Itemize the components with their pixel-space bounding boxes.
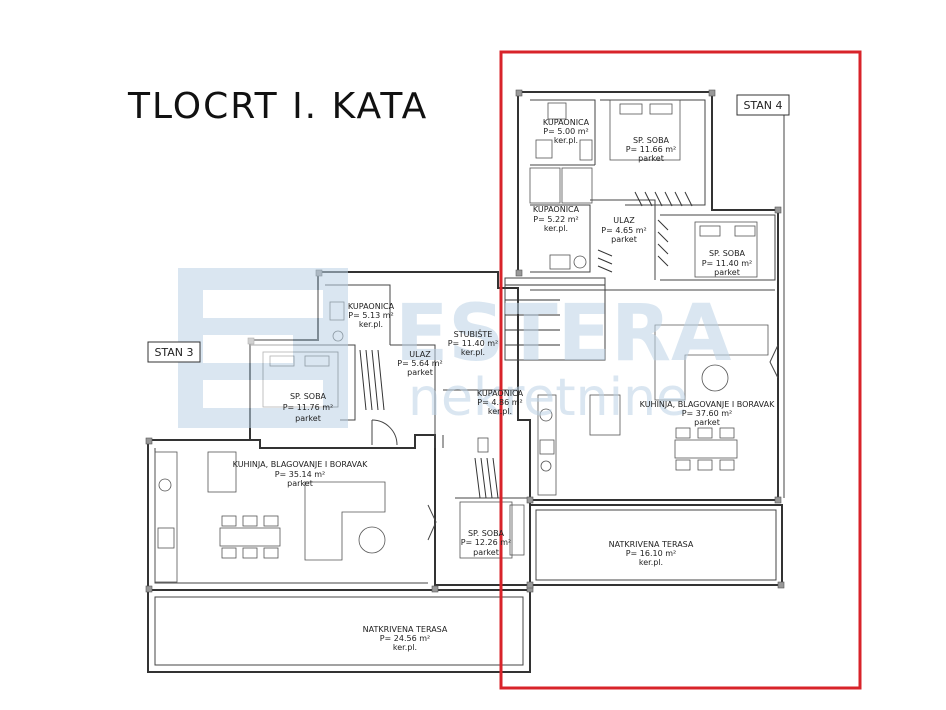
- svg-text:P= 11.40 m²: P= 11.40 m²: [702, 259, 753, 268]
- room-s4-spavaca-top: SP. SOBA P= 11.66 m² parket: [626, 136, 677, 163]
- stan-4-highlight: [499, 50, 862, 690]
- svg-text:P= 11.76 m²: P= 11.76 m²: [283, 403, 334, 412]
- svg-text:ker.pl.: ker.pl.: [554, 136, 578, 145]
- svg-text:ker.pl.: ker.pl.: [461, 348, 485, 357]
- svg-text:parket: parket: [714, 268, 740, 277]
- svg-text:KUPAONICA: KUPAONICA: [533, 205, 580, 214]
- svg-text:P= 5.22 m²: P= 5.22 m²: [533, 215, 578, 224]
- room-s4-kupaonica-top: KUPAONICA P= 5.00 m² ker.pl.: [543, 118, 590, 145]
- room-s4-kupaonica-mid: KUPAONICA P= 5.22 m² ker.pl.: [533, 205, 580, 233]
- svg-text:P= 4.65 m²: P= 4.65 m²: [601, 226, 646, 235]
- svg-text:ker.pl.: ker.pl.: [359, 320, 383, 329]
- svg-text:STUBIŠTE: STUBIŠTE: [454, 328, 493, 339]
- svg-text:SP. SOBA: SP. SOBA: [709, 249, 746, 258]
- room-s3-kuhinja: KUHINJA, BLAGOVANJE I BORAVAK P= 35.14 m…: [233, 460, 368, 488]
- svg-text:ULAZ: ULAZ: [613, 216, 635, 225]
- svg-text:P= 24.56 m²: P= 24.56 m²: [380, 634, 431, 643]
- svg-text:NATKRIVENA TERASA: NATKRIVENA TERASA: [609, 540, 694, 549]
- svg-text:P= 5.00 m²: P= 5.00 m²: [543, 127, 588, 136]
- svg-text:KUHINJA, BLAGOVANJE I BORAVAK: KUHINJA, BLAGOVANJE I BORAVAK: [233, 460, 368, 469]
- svg-text:ker.pl.: ker.pl.: [488, 407, 512, 416]
- svg-text:KUHINJA, BLAGOVANJE I BORAVAK: KUHINJA, BLAGOVANJE I BORAVAK: [640, 400, 775, 409]
- svg-text:parket: parket: [473, 548, 499, 557]
- room-stubiste: STUBIŠTE P= 11.40 m² ker.pl.: [448, 328, 499, 357]
- svg-text:ker.pl.: ker.pl.: [639, 558, 663, 567]
- svg-text:P= 4.86 m²: P= 4.86 m²: [477, 398, 522, 407]
- stan-4-label: STAN 4: [743, 99, 782, 112]
- svg-text:P= 5.13 m²: P= 5.13 m²: [348, 311, 393, 320]
- svg-text:ULAZ: ULAZ: [409, 350, 431, 359]
- stan-4-furniture: [504, 99, 779, 496]
- watermark: ESTERA nekretnine: [178, 268, 731, 428]
- stan-3-label: STAN 3: [154, 346, 193, 359]
- watermark-tagline: nekretnine: [408, 368, 688, 428]
- room-s3-terasa: NATKRIVENA TERASA P= 24.56 m² ker.pl.: [363, 625, 448, 652]
- watermark-name: ESTERA: [395, 289, 731, 379]
- svg-text:SP. SOBA: SP. SOBA: [633, 136, 670, 145]
- svg-text:KUPAONICA: KUPAONICA: [543, 118, 590, 127]
- svg-text:parket: parket: [295, 414, 321, 423]
- stan-3-tag: STAN 3: [147, 341, 201, 363]
- stan-4-columns: [515, 89, 785, 589]
- svg-text:P= 11.40 m²: P= 11.40 m²: [448, 339, 499, 348]
- svg-text:ker.pl.: ker.pl.: [544, 224, 568, 233]
- svg-text:P= 35.14 m²: P= 35.14 m²: [275, 470, 326, 479]
- svg-text:parket: parket: [694, 418, 720, 427]
- svg-text:SP. SOBA: SP. SOBA: [290, 392, 327, 401]
- svg-text:parket: parket: [638, 154, 664, 163]
- svg-text:SP. SOBA: SP. SOBA: [468, 529, 505, 538]
- room-s3-kupaonica2: KUPAONICA P= 4.86 m² ker.pl.: [477, 389, 524, 416]
- svg-text:KUPAONICA: KUPAONICA: [348, 302, 395, 311]
- stan-4-walls: [517, 91, 785, 586]
- room-s3-spavaca: SP. SOBA P= 11.76 m² parket: [283, 392, 334, 423]
- svg-text:parket: parket: [611, 235, 637, 244]
- room-s4-ulaz: ULAZ P= 4.65 m² parket: [601, 216, 646, 244]
- room-s4-kuhinja: KUHINJA, BLAGOVANJE I BORAVAK P= 37.60 m…: [640, 400, 775, 427]
- svg-text:P= 5.64 m²: P= 5.64 m²: [397, 359, 442, 368]
- svg-text:P= 16.10 m²: P= 16.10 m²: [626, 549, 677, 558]
- room-s4-terasa: NATKRIVENA TERASA P= 16.10 m² ker.pl.: [609, 540, 694, 567]
- svg-text:NATKRIVENA TERASA: NATKRIVENA TERASA: [363, 625, 448, 634]
- room-s3-kupaonica: KUPAONICA P= 5.13 m² ker.pl.: [348, 302, 395, 329]
- room-s3-spavaca2: SP. SOBA P= 12.26 m² parket: [461, 529, 512, 557]
- svg-text:ker.pl.: ker.pl.: [393, 643, 417, 652]
- svg-text:parket: parket: [287, 479, 313, 488]
- svg-text:P= 12.26 m²: P= 12.26 m²: [461, 538, 512, 547]
- plan-title: TLOCRT I. KATA: [127, 86, 428, 127]
- svg-text:P= 37.60 m²: P= 37.60 m²: [682, 409, 733, 418]
- room-s4-spavaca-right: SP. SOBA P= 11.40 m² parket: [702, 249, 753, 277]
- svg-text:parket: parket: [407, 368, 433, 377]
- svg-text:P= 11.66 m²: P= 11.66 m²: [626, 145, 677, 154]
- room-s3-ulaz: ULAZ P= 5.64 m² parket: [397, 350, 442, 377]
- stan-4-tag: STAN 4: [736, 94, 790, 116]
- svg-text:KUPAONICA: KUPAONICA: [477, 389, 524, 398]
